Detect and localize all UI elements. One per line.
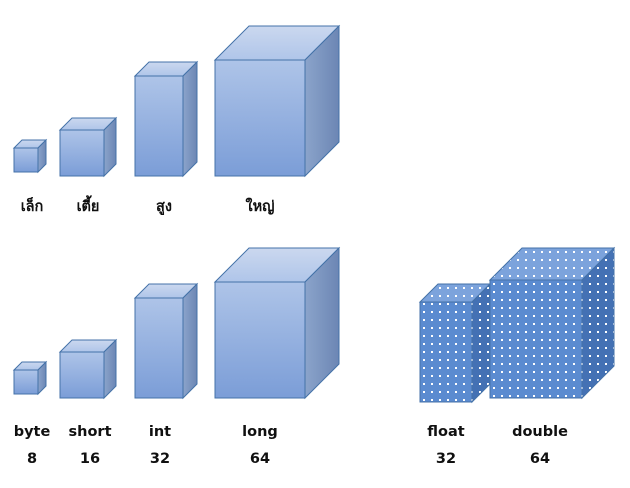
cube-float [418, 282, 500, 410]
cube-byte [12, 360, 54, 402]
label-long: long [242, 424, 278, 440]
cube-thai-3 [133, 60, 205, 180]
bits-float: 32 [435, 451, 457, 467]
label-double: double [512, 424, 568, 440]
cube-short [58, 338, 122, 402]
label-short: short [68, 424, 112, 440]
bits-byte: 8 [26, 451, 38, 467]
bits-short: 16 [79, 451, 101, 467]
row-integer-types: byte 8 short 16 int 32 long 64 [0, 222, 360, 488]
cube-thai-4 [213, 24, 343, 182]
bits-double: 64 [529, 451, 551, 467]
label-thai-3: สูง [156, 199, 172, 215]
label-thai-2: เตี้ย [76, 199, 100, 215]
row-thai: เล็ก เตี้ย สูง ใหญ่ [0, 0, 360, 230]
label-int: int [148, 424, 172, 440]
label-thai-1: เล็ก [20, 199, 44, 215]
cube-thai-1 [12, 138, 54, 180]
label-thai-4: ใหญ่ [245, 199, 275, 215]
cube-double [488, 246, 620, 406]
label-float: float [427, 424, 465, 440]
bits-long: 64 [249, 451, 271, 467]
bits-int: 32 [149, 451, 171, 467]
row-float-types: float 32 double 64 [400, 222, 630, 488]
cube-thai-2 [58, 116, 122, 180]
cube-int [133, 282, 205, 402]
label-byte: byte [13, 424, 51, 440]
cube-long [213, 246, 343, 404]
